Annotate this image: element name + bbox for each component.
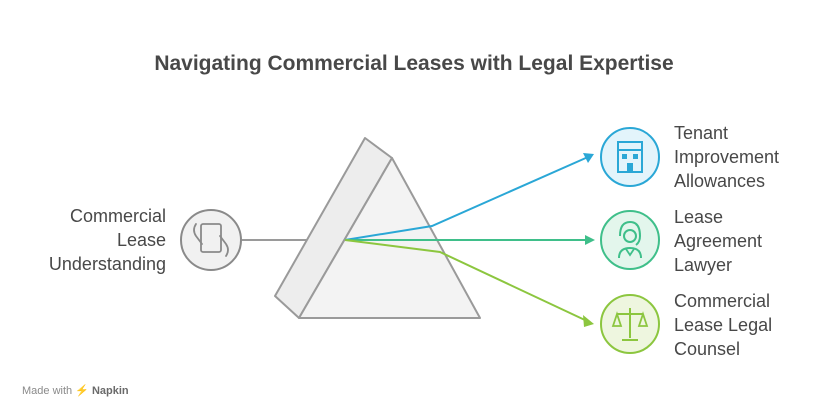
prism [274,137,481,319]
output-ray-counsel [344,239,594,327]
page-title: Navigating Commercial Leases with Legal … [154,52,674,75]
output-ray-tenant [344,153,594,241]
lawyer-icon [600,210,660,270]
footer-credit[interactable]: Made with ⚡ Napkin [22,384,129,397]
scales-icon [600,294,660,354]
napkin-logo-icon: ⚡ [75,385,89,397]
document-hand-icon [180,209,242,271]
building-icon [600,127,660,187]
output-label-counsel: Commercial Lease Legal Counsel [674,291,773,359]
footer-brand: Napkin [91,385,129,397]
input-label: Commercial Lease Understanding [48,206,166,274]
output-ray-lawyer [345,235,595,245]
footer-prefix: Made with [22,385,73,397]
output-label-lawyer: Lease Agreement Lawyer [674,207,763,275]
output-label-tenant: Tenant Improvement Allowances [674,123,780,191]
